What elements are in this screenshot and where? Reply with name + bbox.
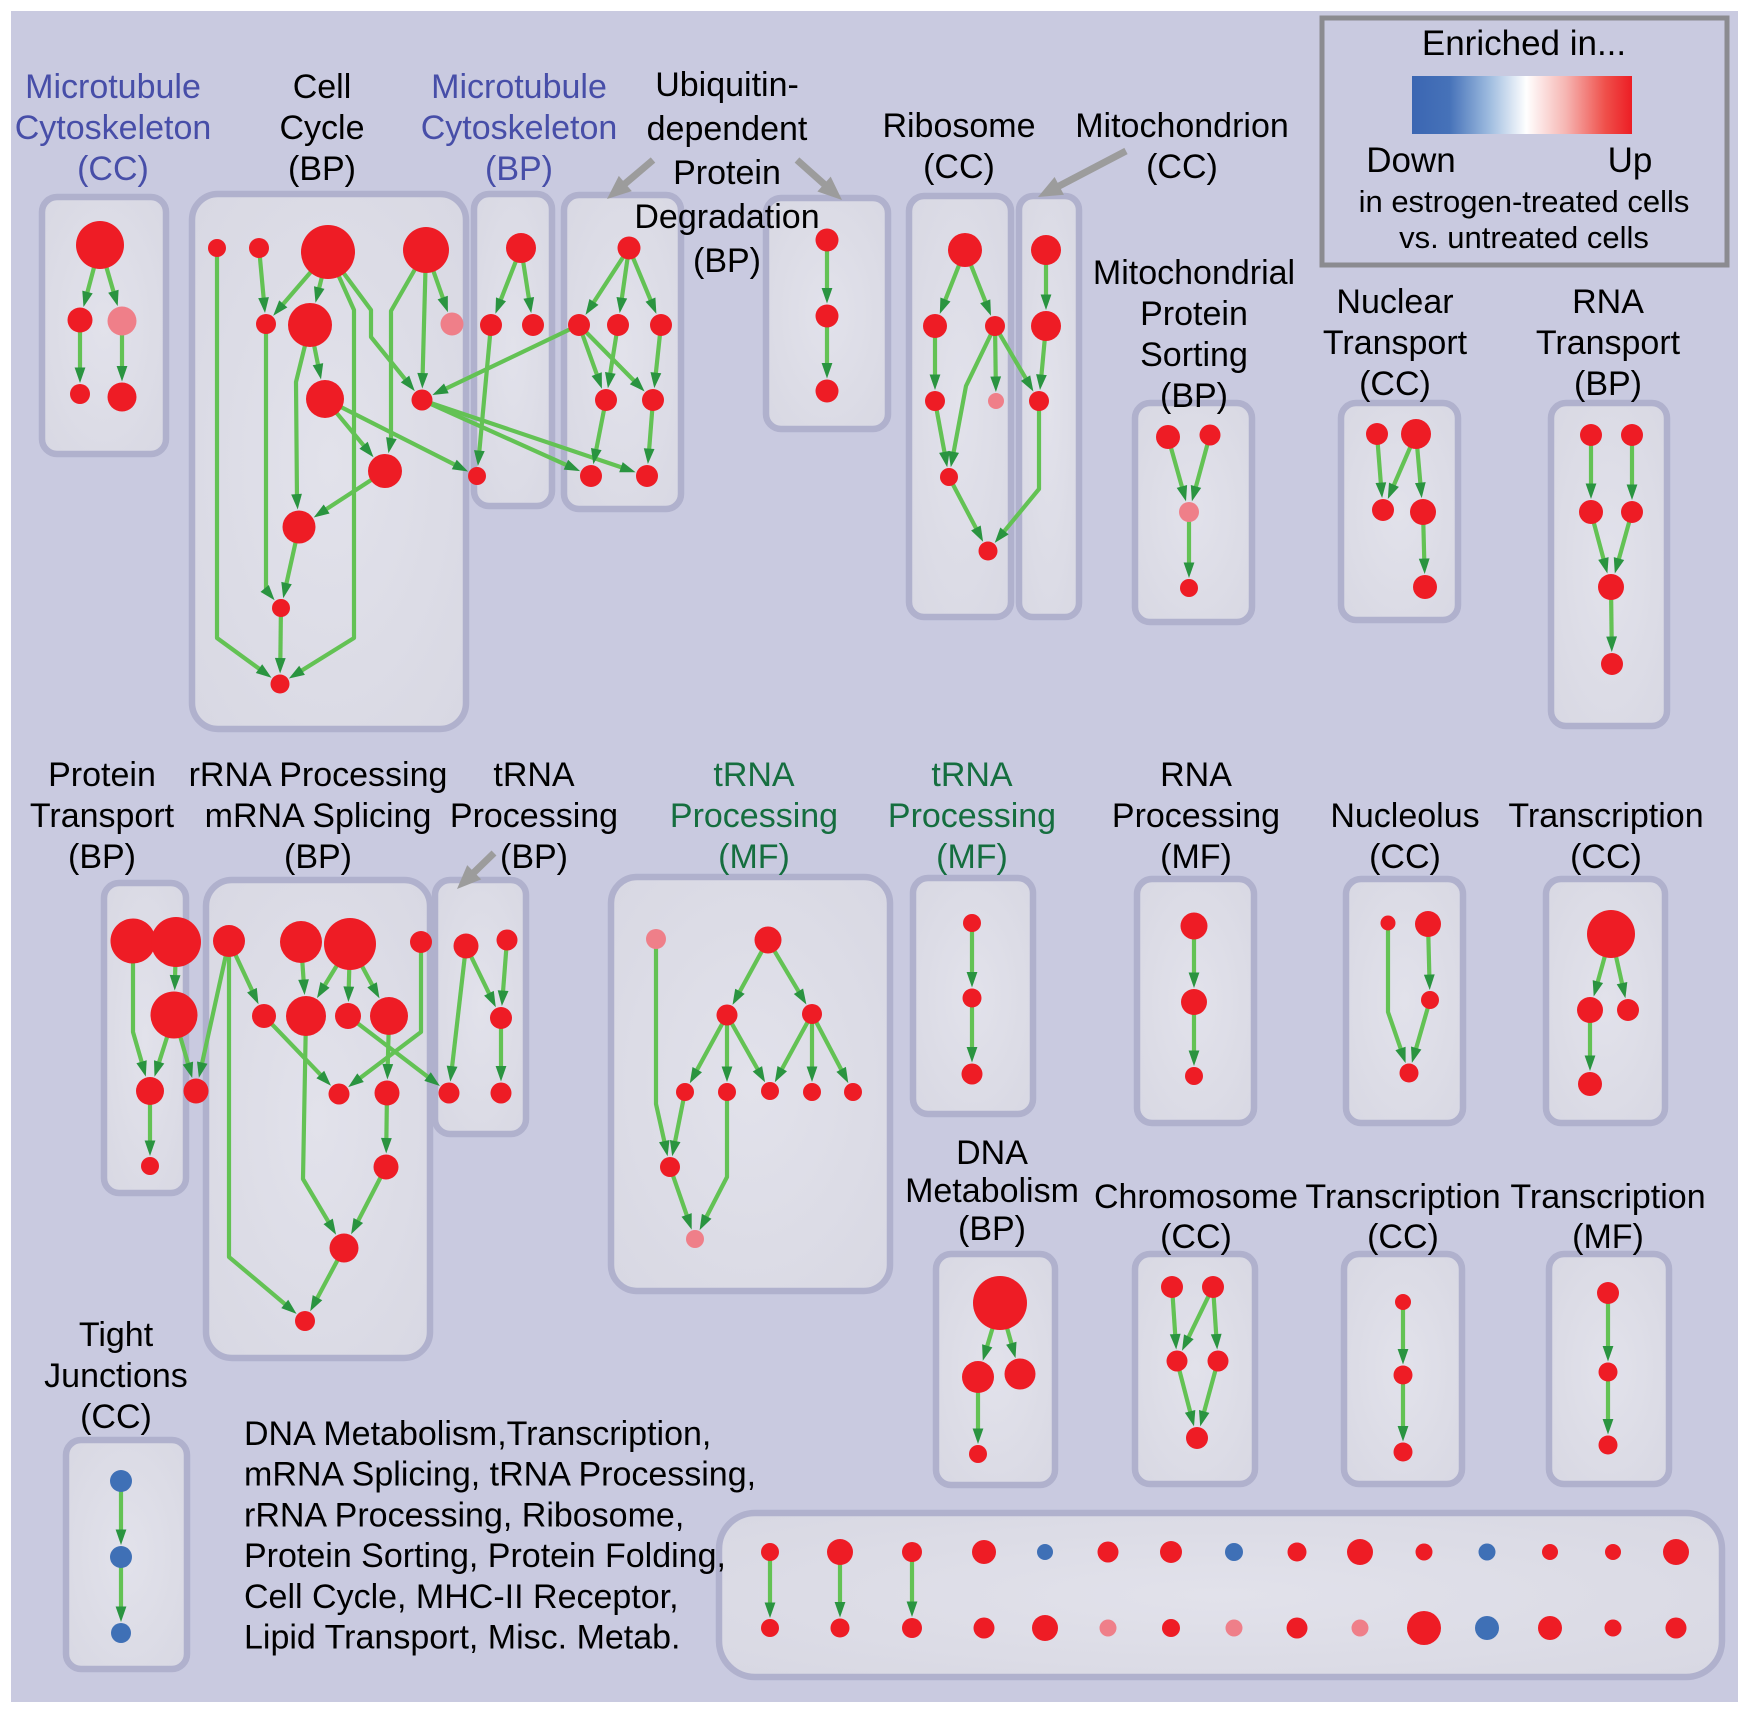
- svg-text:Degradation: Degradation: [634, 198, 819, 236]
- svg-text:(CC): (CC): [80, 1398, 152, 1436]
- svg-text:(BP): (BP): [693, 242, 761, 280]
- svg-text:RNA: RNA: [1160, 756, 1232, 794]
- svg-text:DNA: DNA: [956, 1134, 1028, 1172]
- svg-text:(BP): (BP): [68, 838, 136, 876]
- svg-text:Up: Up: [1608, 141, 1653, 180]
- svg-text:mRNA Splicing: mRNA Splicing: [205, 797, 432, 835]
- svg-text:(CC): (CC): [923, 148, 995, 186]
- svg-text:Protein Sorting, Protein Foldi: Protein Sorting, Protein Folding,: [244, 1537, 726, 1575]
- svg-text:mRNA Splicing, tRNA Processing: mRNA Splicing, tRNA Processing,: [244, 1456, 756, 1494]
- svg-text:(CC): (CC): [1367, 1218, 1439, 1256]
- svg-text:Cytoskeleton: Cytoskeleton: [15, 109, 212, 147]
- svg-text:(BP): (BP): [288, 150, 356, 188]
- svg-text:Processing: Processing: [1112, 797, 1280, 835]
- svg-text:Mitochondrial: Mitochondrial: [1093, 254, 1295, 292]
- svg-text:Nuclear: Nuclear: [1336, 283, 1453, 321]
- svg-text:(BP): (BP): [500, 838, 568, 876]
- svg-text:Junctions: Junctions: [44, 1357, 188, 1395]
- svg-text:rRNA Processing, Ribosome,: rRNA Processing, Ribosome,: [244, 1496, 684, 1534]
- svg-text:DNA Metabolism,Transcription,: DNA Metabolism,Transcription,: [244, 1415, 711, 1453]
- svg-text:Cytoskeleton: Cytoskeleton: [421, 109, 618, 147]
- svg-text:Cell Cycle, MHC-II Receptor,: Cell Cycle, MHC-II Receptor,: [244, 1578, 679, 1616]
- svg-text:(CC): (CC): [1146, 148, 1218, 186]
- svg-text:Transcription: Transcription: [1508, 797, 1703, 835]
- svg-text:in estrogen-treated cells: in estrogen-treated cells: [1359, 184, 1690, 219]
- svg-text:(BP): (BP): [1574, 365, 1642, 403]
- svg-text:Protein: Protein: [673, 154, 781, 192]
- svg-text:Ribosome: Ribosome: [882, 107, 1035, 145]
- svg-text:(MF): (MF): [1160, 838, 1232, 876]
- svg-text:(MF): (MF): [718, 838, 790, 876]
- svg-text:Down: Down: [1366, 141, 1455, 180]
- svg-text:Processing: Processing: [670, 797, 838, 835]
- svg-text:Chromosome: Chromosome: [1094, 1178, 1298, 1216]
- svg-text:(MF): (MF): [936, 838, 1008, 876]
- svg-text:Cell: Cell: [293, 68, 352, 106]
- svg-text:(CC): (CC): [1160, 1218, 1232, 1256]
- svg-text:Ubiquitin-: Ubiquitin-: [655, 66, 799, 104]
- svg-text:Cycle: Cycle: [279, 109, 364, 147]
- svg-text:tRNA: tRNA: [931, 756, 1013, 794]
- svg-text:RNA: RNA: [1572, 283, 1644, 321]
- svg-text:vs. untreated cells: vs. untreated cells: [1399, 220, 1649, 255]
- svg-text:(BP): (BP): [958, 1210, 1026, 1248]
- svg-text:Nucleolus: Nucleolus: [1330, 797, 1479, 835]
- svg-text:rRNA Processing: rRNA Processing: [189, 756, 448, 794]
- svg-text:tRNA: tRNA: [713, 756, 795, 794]
- svg-text:Protein: Protein: [48, 756, 156, 794]
- svg-text:Metabolism: Metabolism: [905, 1172, 1079, 1210]
- svg-text:Microtubule: Microtubule: [25, 68, 201, 106]
- svg-text:Sorting: Sorting: [1140, 336, 1248, 374]
- svg-text:(BP): (BP): [1160, 377, 1228, 415]
- svg-text:Protein: Protein: [1140, 295, 1248, 333]
- svg-text:Transcription: Transcription: [1510, 1178, 1705, 1216]
- svg-text:Lipid Transport, Misc. Metab.: Lipid Transport, Misc. Metab.: [244, 1619, 681, 1657]
- svg-text:(MF): (MF): [1572, 1218, 1644, 1256]
- svg-text:dependent: dependent: [647, 110, 808, 148]
- svg-text:tRNA: tRNA: [493, 756, 575, 794]
- svg-text:Enriched in...: Enriched in...: [1422, 24, 1626, 63]
- svg-text:Transcription: Transcription: [1305, 1178, 1500, 1216]
- svg-text:Transport: Transport: [1323, 324, 1468, 362]
- svg-text:Processing: Processing: [888, 797, 1056, 835]
- svg-text:(CC): (CC): [1570, 838, 1642, 876]
- svg-text:(CC): (CC): [77, 150, 149, 188]
- svg-text:Tight: Tight: [79, 1316, 154, 1354]
- svg-text:(BP): (BP): [485, 150, 553, 188]
- svg-text:Processing: Processing: [450, 797, 618, 835]
- svg-text:(CC): (CC): [1359, 365, 1431, 403]
- svg-text:(CC): (CC): [1369, 838, 1441, 876]
- svg-text:Mitochondrion: Mitochondrion: [1075, 107, 1289, 145]
- svg-text:Transport: Transport: [30, 797, 175, 835]
- svg-text:Microtubule: Microtubule: [431, 68, 607, 106]
- svg-text:Transport: Transport: [1536, 324, 1681, 362]
- svg-text:(BP): (BP): [284, 838, 352, 876]
